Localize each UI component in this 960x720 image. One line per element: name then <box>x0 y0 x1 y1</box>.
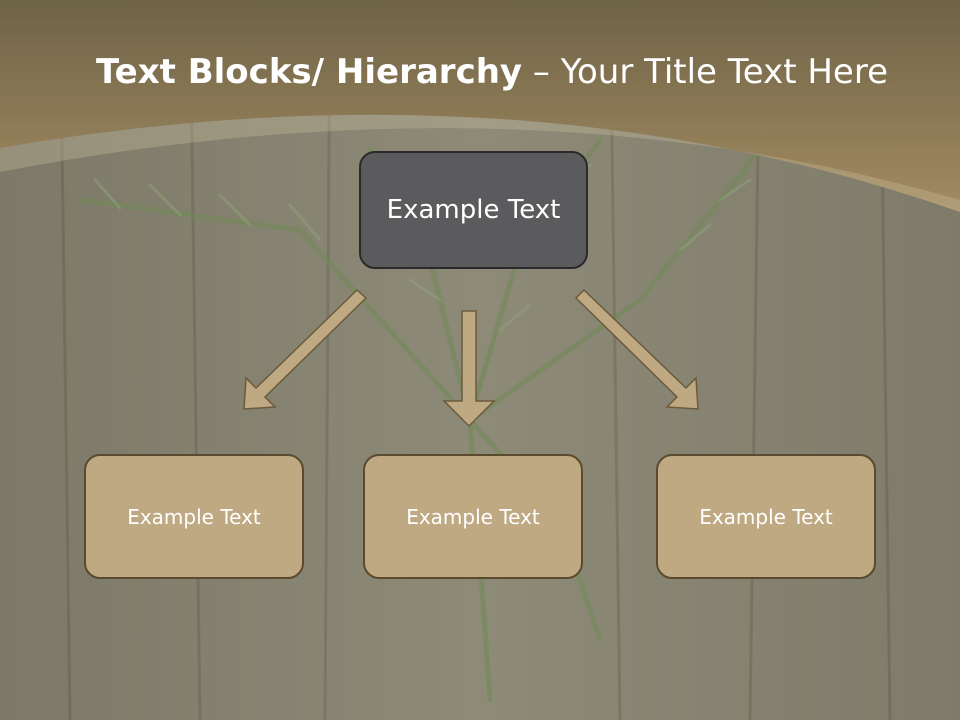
arrow-middle <box>442 310 496 428</box>
title-rest-part: – Your Title Text Here <box>522 52 888 92</box>
child-label-middle: Example Text <box>406 504 540 529</box>
child-box-left: Example Text <box>84 454 304 579</box>
child-box-right: Example Text <box>656 454 876 579</box>
arrow-right <box>574 288 699 410</box>
top-level-box: Example Text <box>359 151 588 269</box>
title-bold-part: Text Blocks/ Hierarchy <box>95 52 523 92</box>
slide-title: Text Blocks/ Hierarchy – Your Title Text… <box>0 52 960 92</box>
top-level-label: Example Text <box>386 195 561 225</box>
child-label-left: Example Text <box>127 504 261 529</box>
child-label-right: Example Text <box>699 504 833 529</box>
child-box-middle: Example Text <box>363 454 583 579</box>
arrow-left <box>243 288 368 410</box>
